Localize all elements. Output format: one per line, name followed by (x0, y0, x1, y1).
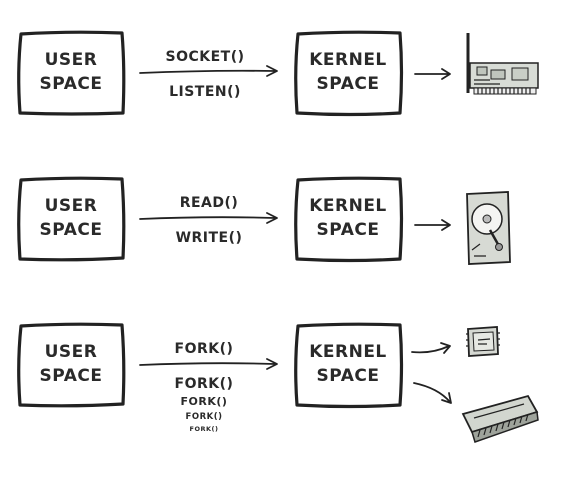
kernel-space-box: KERNEL SPACE (294, 30, 404, 117)
syscall-label-above: FORK() (175, 341, 234, 357)
kernel-space-box: KERNEL SPACE (294, 322, 404, 409)
syscall-label-below: WRITE() (176, 230, 243, 246)
user-space-label-line2: SPACE (40, 74, 103, 94)
device-arrow-cpu (411, 342, 451, 354)
user-space-label-line2: SPACE (40, 366, 103, 386)
device-arrow-memory (413, 382, 452, 404)
network-card-icon (466, 33, 539, 95)
syscall-arrow (139, 358, 278, 370)
user-space-label-line1: USER (45, 196, 98, 216)
hard-disk-icon (466, 191, 511, 265)
kernel-space-label-line1: KERNEL (309, 50, 387, 70)
syscall-label-above: READ() (180, 195, 239, 211)
syscall-arrow (139, 212, 278, 224)
user-space-label-line1: USER (45, 342, 98, 362)
user-space-label-line1: USER (45, 50, 98, 70)
user-space-box: USER SPACE (17, 176, 126, 262)
row-read-write: USER SPACE READ() WRITE() KERNEL SPACE (17, 176, 511, 265)
user-space-box: USER SPACE (17, 322, 126, 408)
device-arrow (414, 219, 451, 231)
cpu-chip-icon (466, 326, 500, 357)
device-arrow (414, 68, 451, 80)
fork-cascade-label: FORK() (190, 425, 219, 433)
kernel-space-label-line2: SPACE (317, 220, 380, 240)
kernel-space-label-line1: KERNEL (309, 342, 387, 362)
syscall-arrow (139, 65, 278, 77)
kernel-space-box: KERNEL SPACE (294, 176, 404, 263)
syscall-label-below: FORK() (175, 376, 234, 392)
syscall-label-below: LISTEN() (169, 84, 241, 100)
memory-module-icon (461, 394, 539, 443)
kernel-space-label-line2: SPACE (317, 74, 380, 94)
syscall-label-above: SOCKET() (165, 49, 244, 65)
user-space-label-line2: SPACE (40, 220, 103, 240)
fork-cascade-label: FORK() (181, 395, 228, 408)
kernel-space-label-line1: KERNEL (309, 196, 387, 216)
row-socket: USER SPACE SOCKET() LISTEN() KERNEL SPAC… (17, 30, 539, 117)
fork-cascade-label: FORK() (186, 412, 223, 422)
user-space-box: USER SPACE (17, 30, 126, 116)
row-fork: USER SPACE FORK() FORK() FORK() FORK() F… (17, 322, 539, 443)
kernel-space-label-line2: SPACE (317, 366, 380, 386)
